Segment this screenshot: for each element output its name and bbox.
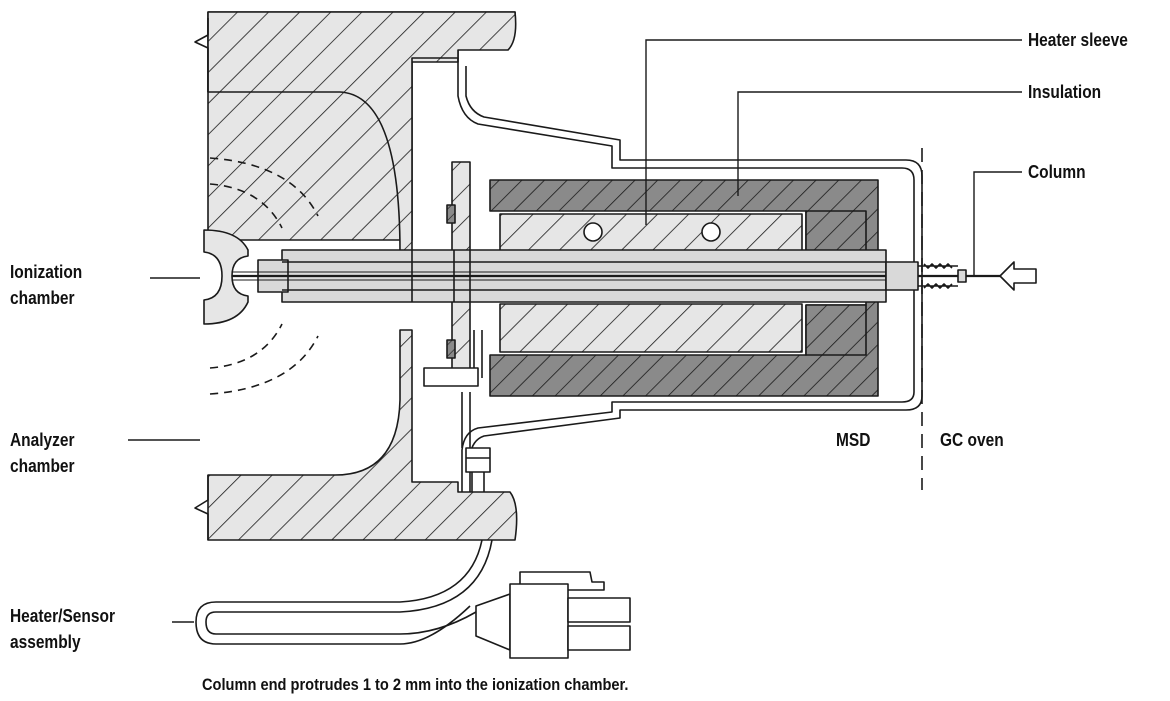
insulation-lower-notch (805, 304, 867, 356)
label-insulation: Insulation (1028, 82, 1102, 102)
figure-caption: Column end protrudes 1 to 2 mm into the … (202, 675, 629, 694)
label-analyzer-chamber-1: Analyzer (10, 430, 75, 450)
label-ionization-chamber-1: Ionization (10, 262, 83, 282)
connector-body (475, 593, 511, 651)
column-flow-arrow (999, 261, 1037, 291)
label-ionization-chamber-2: chamber (10, 288, 75, 308)
label-heater-sensor-1: Heater/Sensor (10, 606, 115, 626)
column-nut (885, 261, 919, 291)
leader-insulation (737, 91, 1022, 196)
lower-break-mark (194, 475, 209, 540)
ionization-chamber-body (203, 229, 249, 325)
lens-arc-lower-inner (209, 323, 283, 369)
label-column: Column (1028, 162, 1086, 182)
flange-seal-top (446, 204, 456, 224)
lens-arc-upper-inner (209, 183, 283, 229)
lens-arc-upper-outer (209, 157, 319, 217)
sensor-cable (195, 539, 483, 645)
connector-housing (509, 583, 569, 659)
heater-sleeve-lower (499, 303, 803, 353)
ferrule-thread (918, 263, 958, 289)
heater-sleeve-hole-1 (583, 222, 603, 242)
leader-column (973, 171, 1022, 276)
lower-housing-wall (207, 329, 518, 541)
fitting-clamp (423, 367, 479, 387)
label-msd: MSD (836, 430, 871, 450)
leader-heater-sleeve (645, 39, 1022, 225)
upper-housing-wall-body (207, 11, 517, 253)
heater-sleeve-hole-2 (701, 222, 721, 242)
connector-latch (519, 571, 605, 591)
heater-sleeve-upper (499, 213, 803, 255)
label-gc-oven: GC oven (940, 430, 1004, 450)
label-heater-sensor-2: assembly (10, 632, 81, 652)
sensor-cable-inner (205, 539, 493, 635)
insulation-inner-shape (805, 210, 867, 256)
heater-wire-tube (461, 392, 471, 448)
flange-seal-bottom (446, 339, 456, 359)
label-analyzer-chamber-2: chamber (10, 456, 75, 476)
heater-wire-sleeve (465, 447, 491, 473)
lens-arc-lower-outer (209, 335, 319, 395)
label-heater-sleeve: Heater sleeve (1028, 30, 1128, 50)
upper-break-mark (194, 18, 209, 92)
